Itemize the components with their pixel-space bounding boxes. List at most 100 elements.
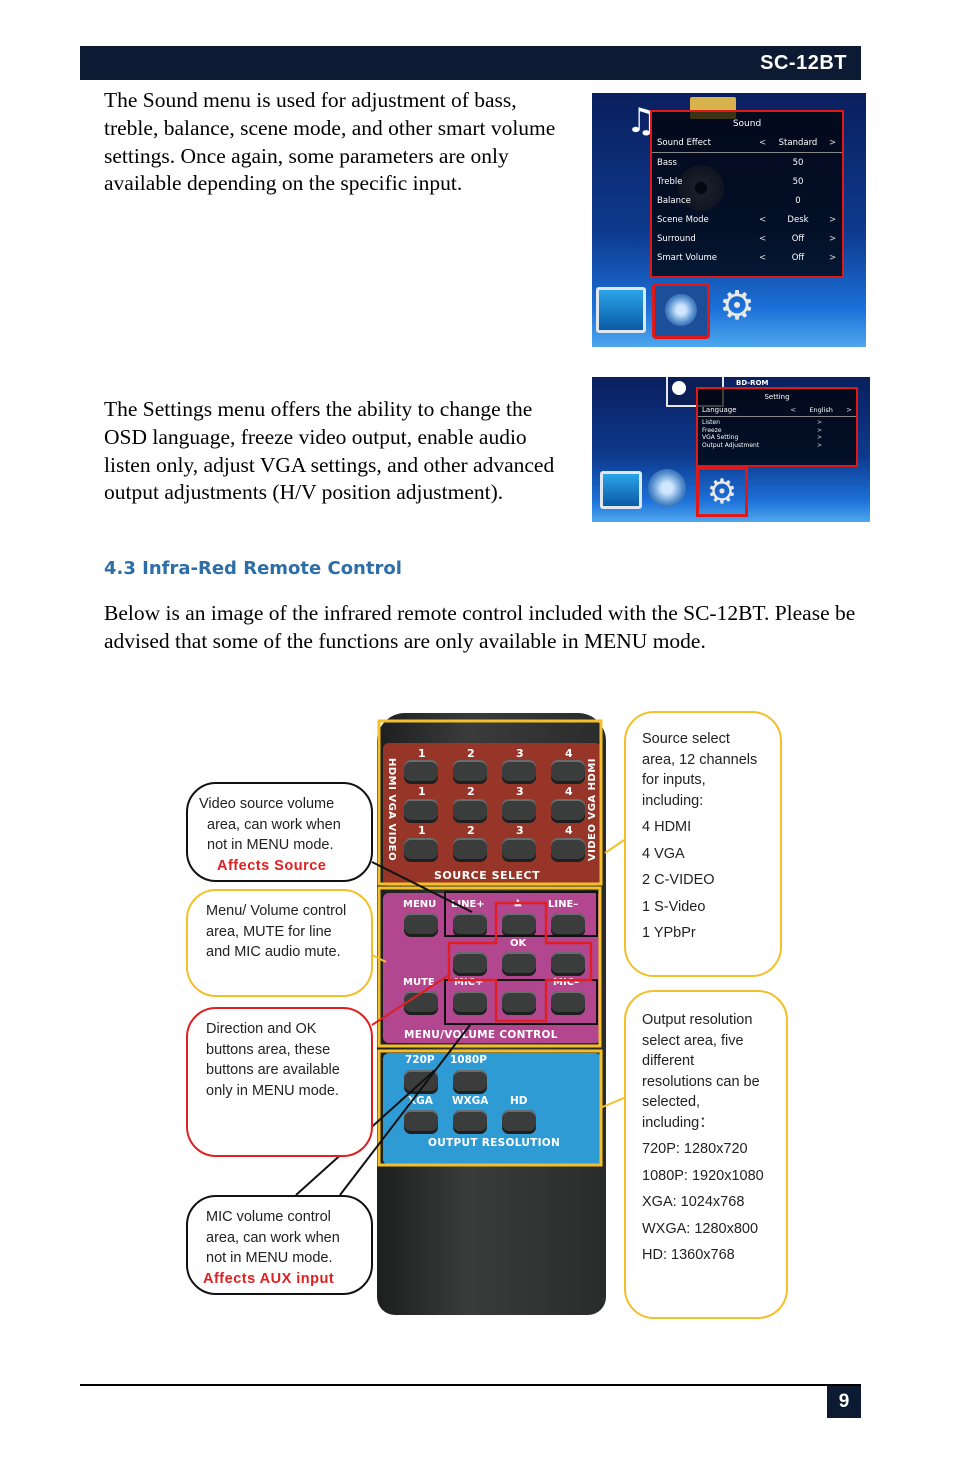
source-video-1-button[interactable] — [404, 838, 438, 862]
chevron-right-icon: > — [829, 137, 837, 148]
mic-volume-callout: MIC volume control area, can work when n… — [186, 1195, 373, 1295]
callout-line: buttons are available — [206, 1062, 340, 1078]
source-video-2-button[interactable] — [453, 838, 487, 862]
line-plus-label: LINE+ — [451, 899, 485, 910]
setting-osd-item: Listen> — [702, 419, 852, 427]
connector-line — [371, 861, 473, 913]
callout-line: select area, five — [642, 1032, 744, 1049]
sound-osd-value: Standard — [778, 137, 818, 148]
chevron-right-icon: > — [816, 441, 822, 449]
mic-plus-button[interactable] — [453, 991, 487, 1015]
left-button[interactable] — [453, 952, 487, 976]
menu-volume-label: MENU/VOLUME CONTROL — [404, 1029, 558, 1041]
direction-callout: Direction and OK buttons area, these but… — [186, 1007, 373, 1157]
source-vga-1-button[interactable] — [404, 799, 438, 823]
mic-minus-label: MIC– — [553, 977, 580, 988]
res-hd-button[interactable] — [502, 1110, 536, 1134]
source-select-label: SOURCE SELECT — [434, 869, 541, 882]
callout-line: 1080P: 1920x1080 — [642, 1167, 764, 1184]
line-minus-button[interactable] — [551, 913, 585, 937]
callout-line: not in MENU mode. — [206, 1250, 333, 1266]
sound-osd-value: Off — [791, 233, 805, 244]
mic-minus-button[interactable] — [551, 991, 585, 1015]
remote-description: Below is an image of the infrared remote… — [104, 601, 856, 653]
setting-items: Listen>Freeze>VGA Setting>Output Adjustm… — [698, 417, 856, 449]
mic-highlight-box — [444, 979, 598, 1025]
callout-line: Source select — [642, 731, 730, 747]
language-label: Language — [702, 406, 737, 414]
callout-line: area, can work when — [206, 1229, 340, 1246]
menu-volume-callout: Menu/ Volume control area, MUTE for line… — [186, 889, 373, 997]
output-resolution-callout: Output resolution select area, five diff… — [624, 990, 788, 1319]
callout-line: Video source volume — [199, 796, 335, 812]
callout-line: different — [642, 1053, 695, 1069]
menu-button[interactable] — [404, 913, 438, 937]
settings-menu-screenshot: BD-ROM Setting Language < English > List… — [592, 377, 870, 522]
speaker-icon — [648, 469, 686, 507]
callout-line: only in MENU mode. — [206, 1082, 339, 1099]
connector-line — [604, 839, 625, 854]
header-bar: SC-12BT — [80, 46, 861, 80]
callout-line: for inputs, — [642, 772, 706, 788]
setting-osd-label: Freeze — [702, 426, 722, 434]
source-hdmi-3-button[interactable] — [502, 760, 536, 784]
line-highlight-box — [444, 891, 598, 937]
res-hd-label: HD — [510, 1095, 528, 1107]
gear-icon: ⚙ — [719, 283, 755, 329]
source-vga-3-button[interactable] — [502, 799, 536, 823]
line-plus-button[interactable] — [453, 913, 487, 937]
mute-label: MUTE — [403, 977, 435, 988]
source-num-4: 4 — [565, 747, 573, 760]
sound-osd-label: Sound Effect — [657, 137, 711, 148]
callout-line: buttons area, these — [206, 1041, 331, 1058]
sound-osd-value: 50 — [792, 157, 804, 168]
source-hdmi-4-button[interactable] — [551, 760, 585, 784]
ok-button[interactable] — [502, 952, 536, 976]
callout-line: area, 12 channels — [642, 751, 758, 768]
callout-line: XGA: 1024x768 — [642, 1194, 745, 1210]
callout-line: 1 YPbPr — [642, 925, 696, 941]
source-num-1: 1 — [418, 824, 426, 837]
chevron-right-icon: > — [829, 214, 837, 225]
source-hdmi-1-button[interactable] — [404, 760, 438, 784]
source-video-3-button[interactable] — [502, 838, 536, 862]
setting-osd-label: VGA Setting — [702, 434, 739, 442]
chevron-left-icon: < — [759, 252, 767, 263]
sound-osd-row: Scene Mode<Desk> — [652, 210, 842, 229]
res-wxga-button[interactable] — [453, 1110, 487, 1134]
up-button[interactable] — [502, 913, 536, 937]
chevron-right-icon: > — [816, 434, 822, 442]
source-video-4-button[interactable] — [551, 838, 585, 862]
callout-line: including： — [642, 1114, 714, 1131]
sound-osd-value: Off — [791, 252, 805, 263]
connector-line — [371, 974, 450, 1026]
monitor-icon — [600, 471, 642, 509]
callout-line: resolutions can be — [642, 1073, 760, 1090]
ok-label: OK — [510, 938, 527, 949]
source-hdmi-2-button[interactable] — [453, 760, 487, 784]
source-vga-2-button[interactable] — [453, 799, 487, 823]
source-vga-4-button[interactable] — [551, 799, 585, 823]
callout-line: 2 C-VIDEO — [642, 872, 715, 888]
res-xga-button[interactable] — [404, 1110, 438, 1134]
setting-osd-label: Listen — [702, 419, 720, 426]
video-source-callout: Video source volume area, can work when … — [186, 782, 373, 882]
sound-osd-label: Bass — [657, 157, 677, 168]
res-wxga-label: WXGA — [452, 1095, 489, 1107]
sound-osd-label: Balance — [657, 195, 691, 206]
setting-osd-item: Freeze> — [702, 427, 852, 435]
res-1080p-button[interactable] — [453, 1070, 487, 1094]
down-button[interactable] — [502, 991, 536, 1015]
output-resolution-label: OUTPUT RESOLUTION — [428, 1137, 561, 1149]
callout-line: WXGA: 1280x800 — [642, 1220, 759, 1237]
callout-line: not in MENU mode. — [207, 837, 334, 853]
setting-osd-item: VGA Setting > — [702, 434, 852, 442]
right-button[interactable] — [551, 952, 585, 976]
mute-button[interactable] — [404, 991, 438, 1015]
